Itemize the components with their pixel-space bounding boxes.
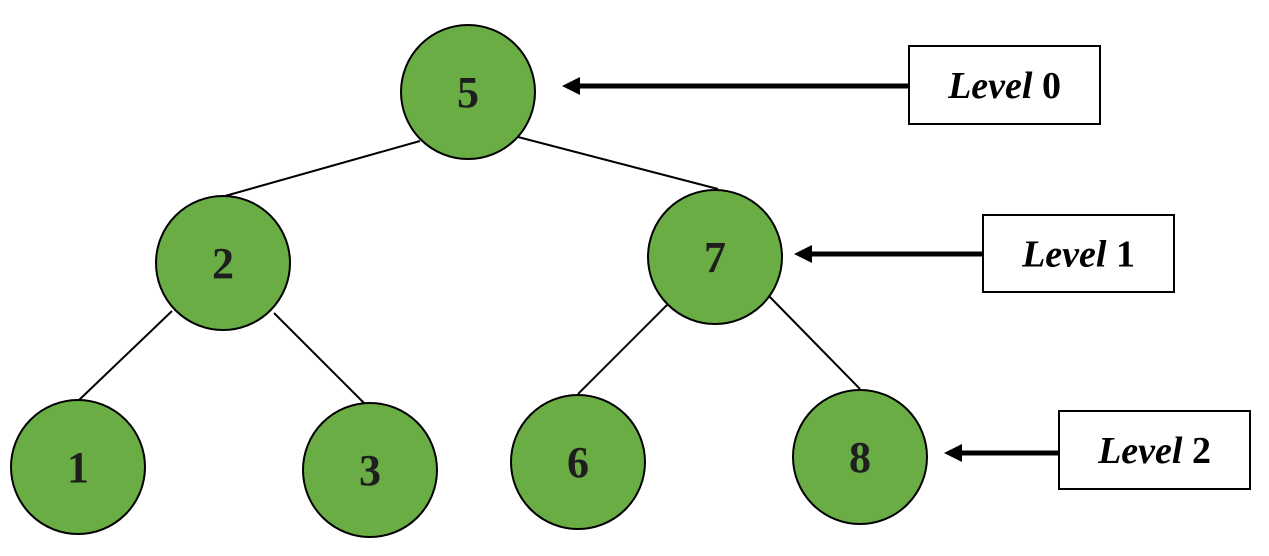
level-number: 0 xyxy=(1032,65,1061,107)
level-annotation-1: Level 1 xyxy=(794,214,1175,293)
tree-edges xyxy=(77,136,861,405)
tree-node-6: 6 xyxy=(510,394,646,530)
level-word: Level xyxy=(1021,234,1107,276)
level-number: 1 xyxy=(1106,234,1135,276)
tree-node-1: 1 xyxy=(10,399,146,535)
level-number: 2 xyxy=(1182,430,1211,472)
node-label: 2 xyxy=(212,239,234,288)
node-circle xyxy=(400,24,536,160)
level-label-box xyxy=(908,45,1101,125)
node-circle xyxy=(792,389,928,525)
tree-edge-n5-n2 xyxy=(224,140,421,197)
tree-edge-n7-n8 xyxy=(766,293,861,390)
node-circle xyxy=(302,402,438,538)
tree-node-3: 3 xyxy=(302,402,438,538)
tree-nodes: 5 2 7 1 3 6 8 xyxy=(10,24,928,538)
level-label-box xyxy=(982,214,1175,293)
level-label-box xyxy=(1058,410,1251,490)
arrow-left-icon xyxy=(794,245,812,263)
node-label: 8 xyxy=(849,433,871,482)
node-label: 6 xyxy=(567,438,589,487)
level-annotation-2: Level 2 xyxy=(944,410,1251,490)
level-word: Level xyxy=(947,65,1033,107)
tree-node-2: 2 xyxy=(155,195,291,331)
level-word: Level xyxy=(1097,430,1183,472)
tree-node-8: 8 xyxy=(792,389,928,525)
tree-node-5: 5 xyxy=(400,24,536,160)
tree-edge-n7-n6 xyxy=(577,304,668,395)
tree-edge-n2-n1 xyxy=(77,310,173,402)
node-circle xyxy=(647,189,783,325)
level-label: Level 1 xyxy=(1021,234,1135,276)
level-label: Level 2 xyxy=(1097,430,1211,472)
node-circle xyxy=(10,399,146,535)
tree-node-7: 7 xyxy=(647,189,783,325)
node-label: 5 xyxy=(457,68,479,117)
arrow-left-icon xyxy=(562,77,580,95)
node-circle xyxy=(510,394,646,530)
node-label: 3 xyxy=(359,446,381,495)
tree-edge-n2-n3 xyxy=(273,312,366,405)
level-label: Level 0 xyxy=(947,65,1061,107)
node-circle xyxy=(155,195,291,331)
node-label: 7 xyxy=(704,233,726,282)
arrow-left-icon xyxy=(944,444,962,462)
node-label: 1 xyxy=(67,443,89,492)
tree-edge-n5-n7 xyxy=(517,136,719,190)
level-annotation-0: Level 0 xyxy=(562,45,1101,125)
